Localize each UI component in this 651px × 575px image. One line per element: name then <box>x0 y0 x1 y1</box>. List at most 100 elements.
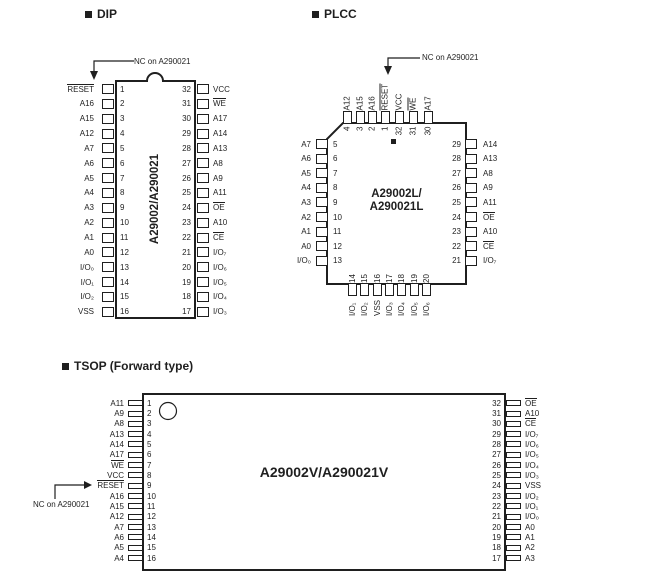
tsop-pin-7-box <box>128 462 143 469</box>
plcc-chip-label-line2: A290021L <box>369 201 424 213</box>
tsop-pin-12-box <box>128 513 143 520</box>
dip-section-title: DIP <box>97 7 118 21</box>
tsop-pin-20-number-text: 20 <box>492 522 501 532</box>
plcc-pin-5-box <box>316 139 328 149</box>
tsop-pin-9-label-text: RESET <box>97 480 124 491</box>
plcc-pin-12-label-text: A0 <box>301 241 311 251</box>
tsop-pin-31-number: 31 <box>470 408 501 419</box>
dip-pin-16-number: 16 <box>120 306 144 317</box>
plcc-pin-8-label-text: A4 <box>301 183 311 193</box>
tsop-pin-1-label: A11 <box>58 398 124 409</box>
tsop-pin-29-label: I/O₇ <box>525 429 589 440</box>
plcc-pin-5-label: A7 <box>248 139 311 150</box>
tsop-pin-24-label-text: VSS <box>525 481 542 491</box>
dip-pin-15-label-text: I/O₂ <box>80 292 94 302</box>
dip-pin-27-label-text: A8 <box>213 158 223 168</box>
plcc-pin-21-label: I/O₇ <box>483 255 543 266</box>
tsop-pin-11-box <box>128 503 143 510</box>
tsop-pin-29-label-text: I/O₇ <box>525 429 539 439</box>
tsop-pin-30-box <box>506 420 521 427</box>
plcc-pin-29-label-text: A14 <box>483 139 498 149</box>
plcc-pin-13-label: I/O₀ <box>248 255 311 266</box>
plcc-pin-28-box <box>465 153 477 164</box>
tsop-pin-26-label-text: I/O₄ <box>525 460 539 470</box>
tsop-pin-6-label-text: A17 <box>109 450 124 460</box>
tsop-pin-3-number: 3 <box>147 418 171 429</box>
dip-pin-23-number: 23 <box>160 217 191 228</box>
tsop-pin-9-label: RESET <box>58 480 124 491</box>
dip-pin-8-label: A4 <box>26 187 94 198</box>
tsop-pin-16-box <box>128 555 143 561</box>
dip-pin-12-label: A0 <box>26 247 94 258</box>
plcc-pin-19-box <box>409 283 419 296</box>
plcc-pin-13-number-text: 13 <box>333 256 342 266</box>
plcc-pin-25-box <box>465 197 477 208</box>
dip-pin-27-label: A8 <box>213 158 277 169</box>
plcc-pin-10-label-text: A2 <box>301 212 311 222</box>
plcc-pin-17-number-text: 17 <box>384 274 394 283</box>
tsop-pin-20-label: A0 <box>525 522 589 533</box>
tsop-pin-4-number: 4 <box>147 429 171 440</box>
plcc-pin-3-number-text: 3 <box>355 126 365 131</box>
tsop-pin-10-number-text: 10 <box>147 491 156 501</box>
dip-pin-29-label-text: A14 <box>213 129 228 139</box>
tsop-body-outline <box>142 393 506 571</box>
plcc-pin-22-box <box>465 241 477 252</box>
dip-pin-11-label: A1 <box>26 232 94 243</box>
dip-pin-3-number: 3 <box>120 113 144 124</box>
plcc-pin-7-number-text: 7 <box>333 168 338 178</box>
plcc-body-outline <box>326 122 467 285</box>
tsop-pin-17-box <box>506 555 521 561</box>
tsop-pin-17-number: 17 <box>470 553 501 564</box>
dip-pin-11-label-text: A1 <box>84 233 94 242</box>
tsop-pin-29-number: 29 <box>470 429 501 440</box>
tsop-pin-31-label-text: A10 <box>525 409 540 419</box>
tsop-pin-30-number: 30 <box>470 418 501 429</box>
plcc-pin-8-number-text: 8 <box>333 183 338 193</box>
dip-pin-32-label-text: VCC <box>213 84 230 94</box>
tsop-pin-23-label: I/O₂ <box>525 491 589 502</box>
plcc-pin-4-label: A12 <box>342 70 353 110</box>
tsop-pin-24-box <box>506 482 521 489</box>
tsop-pin-15-number-text: 15 <box>147 543 156 553</box>
dip-pin-21-number: 21 <box>160 247 191 258</box>
tsop-pin-23-box <box>506 493 521 500</box>
plcc-pin-7-box <box>316 168 328 179</box>
tsop-pin-4-label-text: A13 <box>109 429 124 439</box>
dip-pin-32-label: VCC <box>213 84 277 95</box>
dip-pin-17-box <box>197 306 209 317</box>
plcc-pin-26-label-text: A9 <box>483 183 493 193</box>
dip-pin-12-label-text: A0 <box>84 247 94 257</box>
dip-pin-2-number: 2 <box>120 98 144 109</box>
dip-pin-6-box <box>102 158 114 169</box>
tsop-pin-25-number: 25 <box>470 470 501 481</box>
dip-pin-26-box <box>197 173 209 184</box>
dip-pin-1-box <box>102 84 114 94</box>
plcc-pin-26-number-text: 26 <box>452 183 461 193</box>
dip-pin-9-box <box>102 202 114 213</box>
plcc-pin-16-number: 16 <box>372 266 383 283</box>
tsop-pin-5-box <box>128 441 143 448</box>
tsop-pin-15-box <box>128 544 143 551</box>
tsop-pin-14-number-text: 14 <box>147 532 156 542</box>
dip-pin-1-label-text: RESET <box>67 83 94 94</box>
plcc-pin-5-number: 5 <box>333 139 357 150</box>
dip-pin-17-label-text: I/O₃ <box>213 307 227 317</box>
tsop-pin-27-number: 27 <box>470 449 501 460</box>
tsop-pin-6-number: 6 <box>147 449 171 460</box>
dip-pin-5-label-text: A7 <box>84 143 94 153</box>
tsop-pin-31-number-text: 31 <box>492 409 501 419</box>
dip-pin-28-number-text: 28 <box>182 143 191 153</box>
plcc-pin-1-number: 1 <box>380 126 391 144</box>
plcc-pin-22-label: CE <box>483 240 543 252</box>
tsop-nc-arrow-line <box>54 484 84 499</box>
plcc-pin-9-label-text: A3 <box>301 197 311 207</box>
dip-nc-arrowhead <box>90 71 98 80</box>
tsop-pin-23-number-text: 23 <box>492 491 501 501</box>
plcc-pin-21-number-text: 21 <box>452 256 461 266</box>
plcc-pin-23-number: 23 <box>430 226 461 237</box>
dip-pin-18-label: I/O₄ <box>213 291 277 302</box>
dip-pin-3-label-text: A15 <box>79 114 94 124</box>
dip-pin-13-label-text: I/O₀ <box>80 262 94 272</box>
plcc-pin-3-box <box>355 111 365 124</box>
